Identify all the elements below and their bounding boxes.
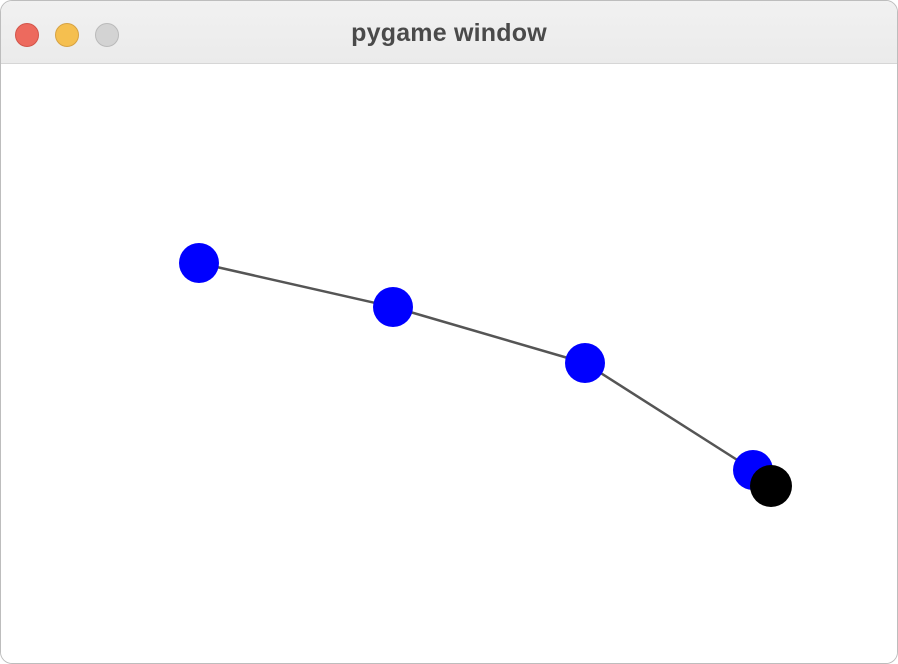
window-title: pygame window [351, 19, 547, 47]
target-point [750, 465, 792, 507]
zoom-button[interactable] [95, 23, 119, 47]
arm-joints [179, 243, 773, 490]
game-canvas[interactable] [1, 64, 897, 663]
arm-joint-1 [179, 243, 219, 283]
arm-link-2 [392, 305, 586, 365]
arm-joint-3 [565, 343, 605, 383]
arm-links [198, 261, 754, 472]
arm-joint-2 [373, 287, 413, 327]
scene-svg [179, 243, 792, 507]
close-button[interactable] [15, 23, 39, 47]
arm-link-3 [584, 361, 754, 472]
minimize-button[interactable] [55, 23, 79, 47]
arm-link-1 [198, 261, 394, 309]
title-bar[interactable]: pygame window [1, 1, 897, 64]
